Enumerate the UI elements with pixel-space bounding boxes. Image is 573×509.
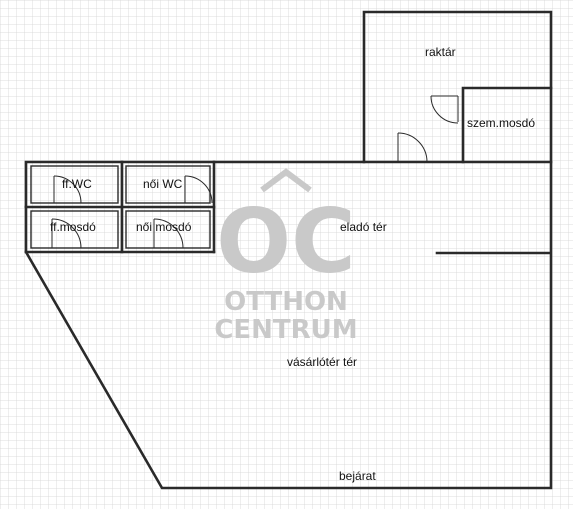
szem-mosdo-walls bbox=[461, 86, 553, 164]
door-noi-wc bbox=[184, 175, 213, 204]
otthon-centrum-watermark: OC OTTHON CENTRUM bbox=[214, 168, 358, 345]
room-label-noi-wc: női WC bbox=[143, 177, 183, 191]
room-label-ff-mosdo: ff.mosdó bbox=[50, 220, 96, 234]
watermark-line1: OTTHON bbox=[224, 287, 348, 317]
door-ff-wc bbox=[53, 175, 82, 204]
room-label-ff-wc: ff.WC bbox=[62, 177, 92, 191]
noi-wc-inner bbox=[125, 165, 211, 204]
room-label-vasarloter: vásárlótér tér bbox=[287, 355, 357, 369]
door-raktar bbox=[397, 132, 428, 163]
noi-mosdo-inner bbox=[125, 210, 211, 249]
ff-wc-inner bbox=[30, 165, 119, 204]
door-ff-mosdo bbox=[51, 218, 82, 249]
door-szem-mosdo bbox=[430, 95, 459, 124]
watermark-line2: CENTRUM bbox=[214, 315, 357, 345]
room-label-noi-mosdo: női mosdó bbox=[136, 220, 192, 234]
watermark-logo-letters: OC bbox=[216, 190, 355, 293]
room-label-elado-ter: eladó tér bbox=[340, 220, 387, 234]
logo-roof-icon bbox=[260, 168, 312, 193]
ff-mosdo-inner bbox=[30, 210, 119, 249]
room-label-raktar: raktár bbox=[425, 45, 456, 59]
outer-wall bbox=[24, 10, 553, 490]
door-noi-mosdo bbox=[153, 218, 184, 249]
room-label-bejarat: bejárat bbox=[339, 469, 376, 483]
room-label-szem-mosdo: szem.mosdó bbox=[467, 116, 535, 130]
